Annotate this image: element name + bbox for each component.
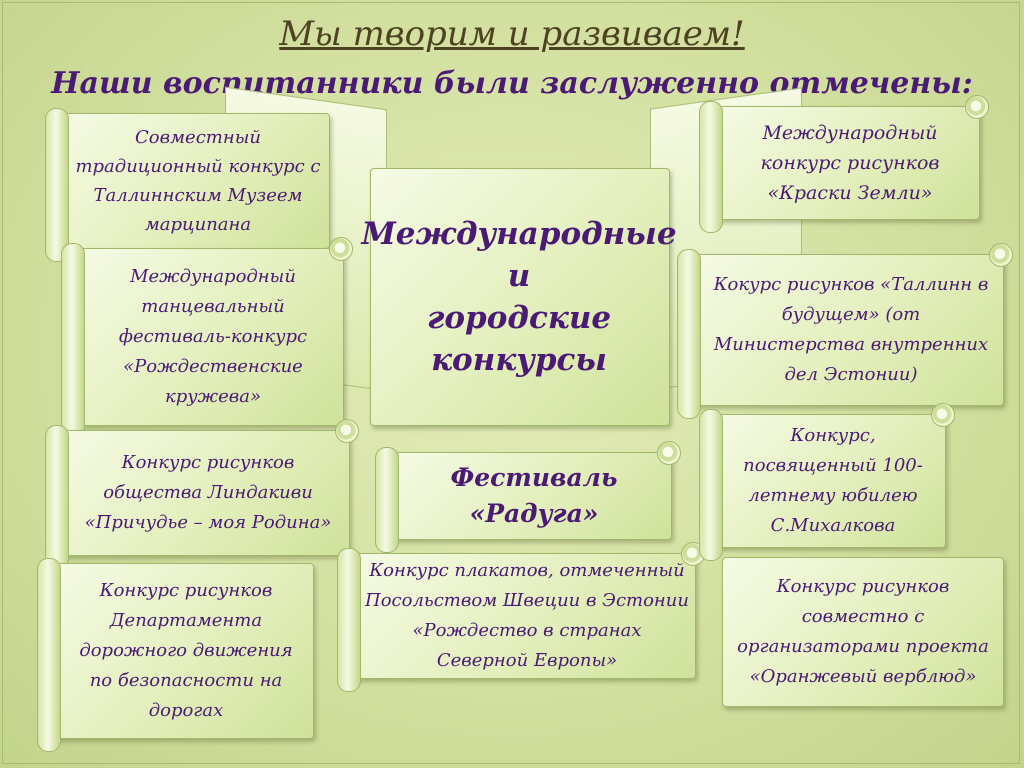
scroll-curl (335, 419, 359, 443)
scroll-text: Международный конкурс рисунков «Краски З… (760, 122, 940, 204)
scroll-curl (329, 237, 353, 261)
scroll-roll (699, 409, 723, 561)
scroll-text: Конкурс рисунков Департамента дорожного … (79, 580, 293, 721)
scroll-curl (965, 95, 989, 119)
scroll-roll (37, 558, 61, 752)
scroll-right-4: Конкурс рисунков совместно с организатор… (722, 557, 1004, 707)
center-scroll: Международные и городские конкурсы (361, 168, 677, 426)
scroll-right-3: Конкурс, посвященный 100-летнему юбилею … (699, 403, 955, 561)
scroll-curl (989, 243, 1013, 267)
scroll-curl (657, 441, 681, 465)
scroll-left-3: Конкурс рисунков общества Линдакиви «При… (45, 419, 359, 569)
scroll-festival: Фестиваль «Радуга» (375, 441, 681, 553)
center-title: Международные и городские конкурсы (361, 216, 677, 378)
scroll-text: Конкурс, посвященный 100-летнему юбилею … (743, 425, 923, 536)
scroll-right-2: Кокурс рисунков «Таллинн в будущем» (от … (677, 243, 1013, 419)
scroll-roll (375, 447, 399, 553)
scroll-text: Конкурс рисунков общества Линдакиви «При… (84, 452, 332, 533)
scroll-left-2: Международный танцевальный фестиваль-кон… (61, 237, 353, 439)
scroll-roll (337, 548, 361, 692)
scroll-left-1: Совместный традиционный конкурс с Таллин… (45, 108, 330, 262)
scroll-roll (45, 108, 69, 262)
scroll-text: Фестиваль «Радуга» (450, 463, 618, 528)
scroll-bottom-center: Конкурс плакатов, отмеченный Посольством… (337, 542, 705, 692)
scroll-text: Международный танцевальный фестиваль-кон… (118, 266, 308, 407)
scroll-text: Кокурс рисунков «Таллинн в будущем» (от … (713, 274, 989, 385)
scroll-text: Совместный традиционный конкурс с Таллин… (75, 127, 321, 235)
scroll-left-4: Конкурс рисунков Департамента дорожного … (37, 558, 314, 752)
scroll-text: Конкурс плакатов, отмеченный Посольством… (365, 560, 689, 671)
scroll-roll (61, 243, 85, 439)
scroll-curl (931, 403, 955, 427)
scroll-text: Конкурс рисунков совместно с организатор… (737, 576, 989, 687)
scroll-roll (45, 425, 69, 569)
scroll-right-1: Международный конкурс рисунков «Краски З… (699, 95, 989, 233)
slide-subtitle: Наши воспитанники были заслуженно отмече… (51, 66, 973, 101)
slide-title: Мы творим и развиваем! (279, 14, 745, 54)
scroll-roll (677, 249, 701, 419)
scroll-roll (699, 101, 723, 233)
